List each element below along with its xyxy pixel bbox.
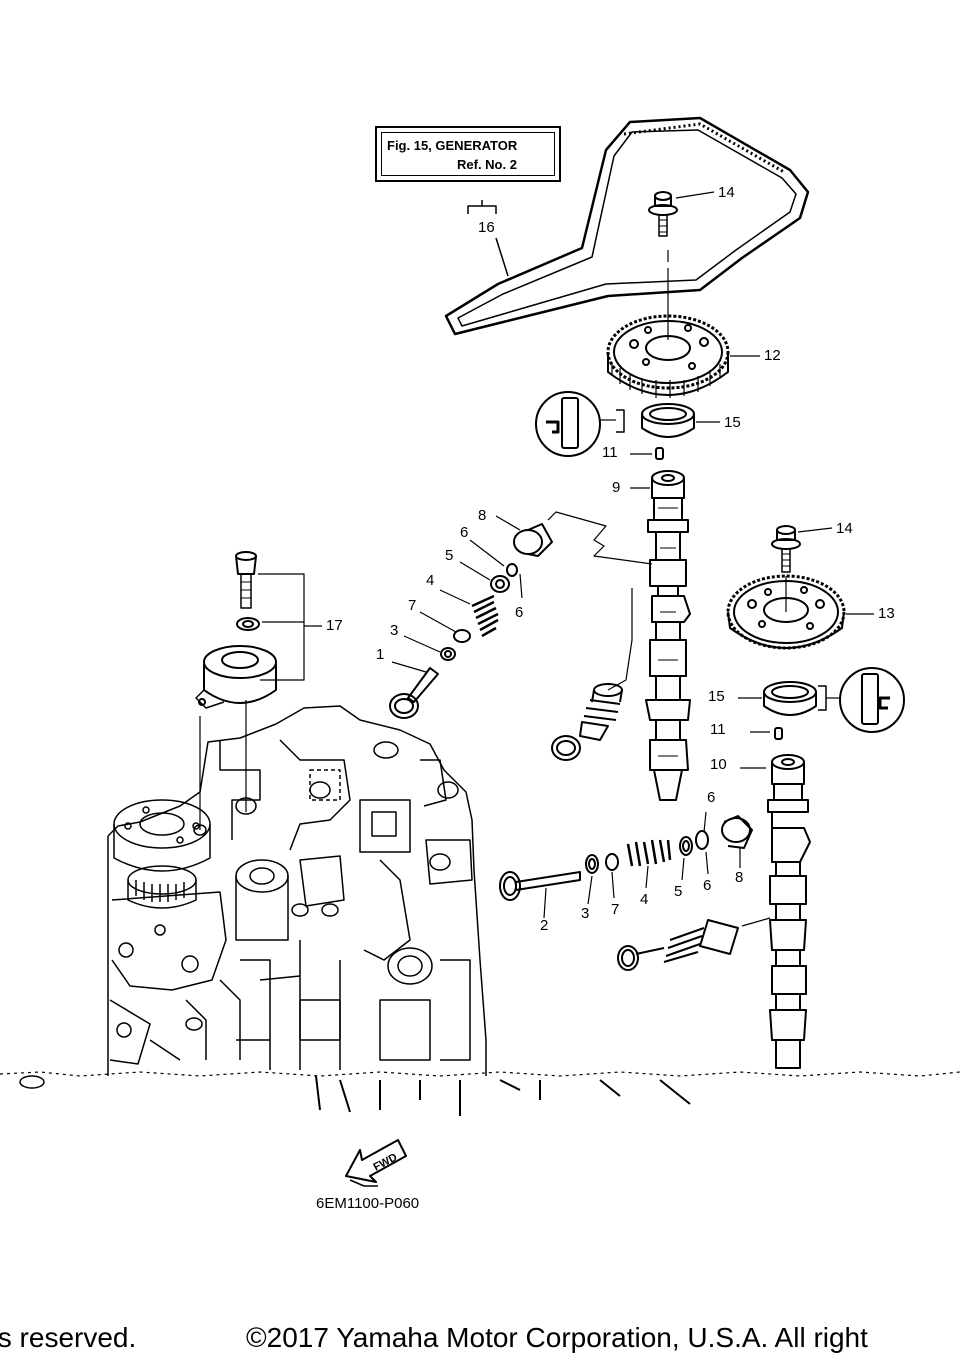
callout-11-upper: 11 <box>602 444 618 461</box>
callout-12: 12 <box>764 347 781 364</box>
retainer-5-6-lower <box>679 811 709 881</box>
callout-6-lower-b: 6 <box>703 877 712 894</box>
diagram-code: 6EM1100-P060 <box>316 1195 420 1212</box>
reference-figure-label: Fig. 15, GENERATOR <box>387 138 518 153</box>
pin-11-upper <box>630 447 664 460</box>
callout-13: 13 <box>878 605 895 622</box>
valve-lifter-8-lower <box>721 815 753 868</box>
footer-rights-fragment: ts reserved. <box>0 1322 137 1353</box>
valve-seal-7-3-upper <box>403 611 471 661</box>
callout-6-upper-b: 6 <box>515 604 524 621</box>
callout-11-lower: 11 <box>710 721 726 738</box>
timing-belt <box>444 116 810 336</box>
break-line <box>0 1071 960 1116</box>
camshaft-9 <box>630 470 691 801</box>
callout-6-upper-a: 6 <box>460 524 469 541</box>
callout-16: 16 <box>478 219 495 236</box>
callout-7-lower: 7 <box>611 901 620 918</box>
callout-3-lower: 3 <box>581 905 590 922</box>
callout-5-lower: 5 <box>674 883 683 900</box>
valve-spring-4-lower <box>626 839 672 889</box>
callout-1: 1 <box>376 646 385 663</box>
pin-11-lower <box>750 727 783 740</box>
fwd-arrow-icon <box>345 1139 407 1187</box>
callout-17: 17 <box>326 617 343 634</box>
callout-4-upper: 4 <box>426 572 435 589</box>
callout-8-lower: 8 <box>735 869 744 886</box>
bolt-14-upper <box>648 191 715 340</box>
reference-box: Fig. 15, GENERATOR Ref. No. 2 <box>375 126 561 182</box>
callout-10: 10 <box>710 756 727 773</box>
seal-detail-upper <box>535 391 625 457</box>
callout-3-upper: 3 <box>390 622 399 639</box>
callout-15-upper: 15 <box>724 414 741 431</box>
valve-lifter-8-upper <box>495 515 553 557</box>
callout-14-lower: 14 <box>836 520 853 537</box>
callout-16-leader <box>467 200 509 277</box>
callout-9: 9 <box>612 479 621 496</box>
camshaft-sprocket-13 <box>726 574 874 650</box>
valve-spring-4-upper <box>439 589 499 638</box>
valve-1 <box>389 661 439 719</box>
callout-2: 2 <box>540 917 549 934</box>
oil-seal-15-upper <box>641 403 720 438</box>
reference-number-label: Ref. No. 2 <box>457 157 517 172</box>
valve-assembly-lower-detail <box>617 917 771 971</box>
footer-copyright: ©2017 Yamaha Motor Corporation, U.S.A. A… <box>246 1322 868 1353</box>
seal-detail-lower <box>839 667 905 733</box>
callout-7-upper: 7 <box>408 597 417 614</box>
callout-14-upper: 14 <box>718 184 735 201</box>
valve-2 <box>499 871 581 919</box>
tensioner-17 <box>195 551 322 830</box>
engine-block <box>107 705 487 1076</box>
callout-4-lower: 4 <box>640 891 649 908</box>
callout-15-lower: 15 <box>708 688 725 705</box>
dashed-guide-lines <box>547 511 653 691</box>
camshaft-10 <box>740 754 811 1069</box>
oil-seal-15-lower <box>738 681 840 716</box>
valve-seal-7-3-lower <box>585 853 619 905</box>
callout-8-upper: 8 <box>478 507 487 524</box>
camshaft-sprocket-12 <box>606 314 760 398</box>
callout-5-upper: 5 <box>445 547 454 564</box>
retainer-5-6-upper <box>459 539 523 599</box>
callout-6-lower-a: 6 <box>707 789 716 806</box>
valve-assembly-upper-detail <box>551 683 623 761</box>
